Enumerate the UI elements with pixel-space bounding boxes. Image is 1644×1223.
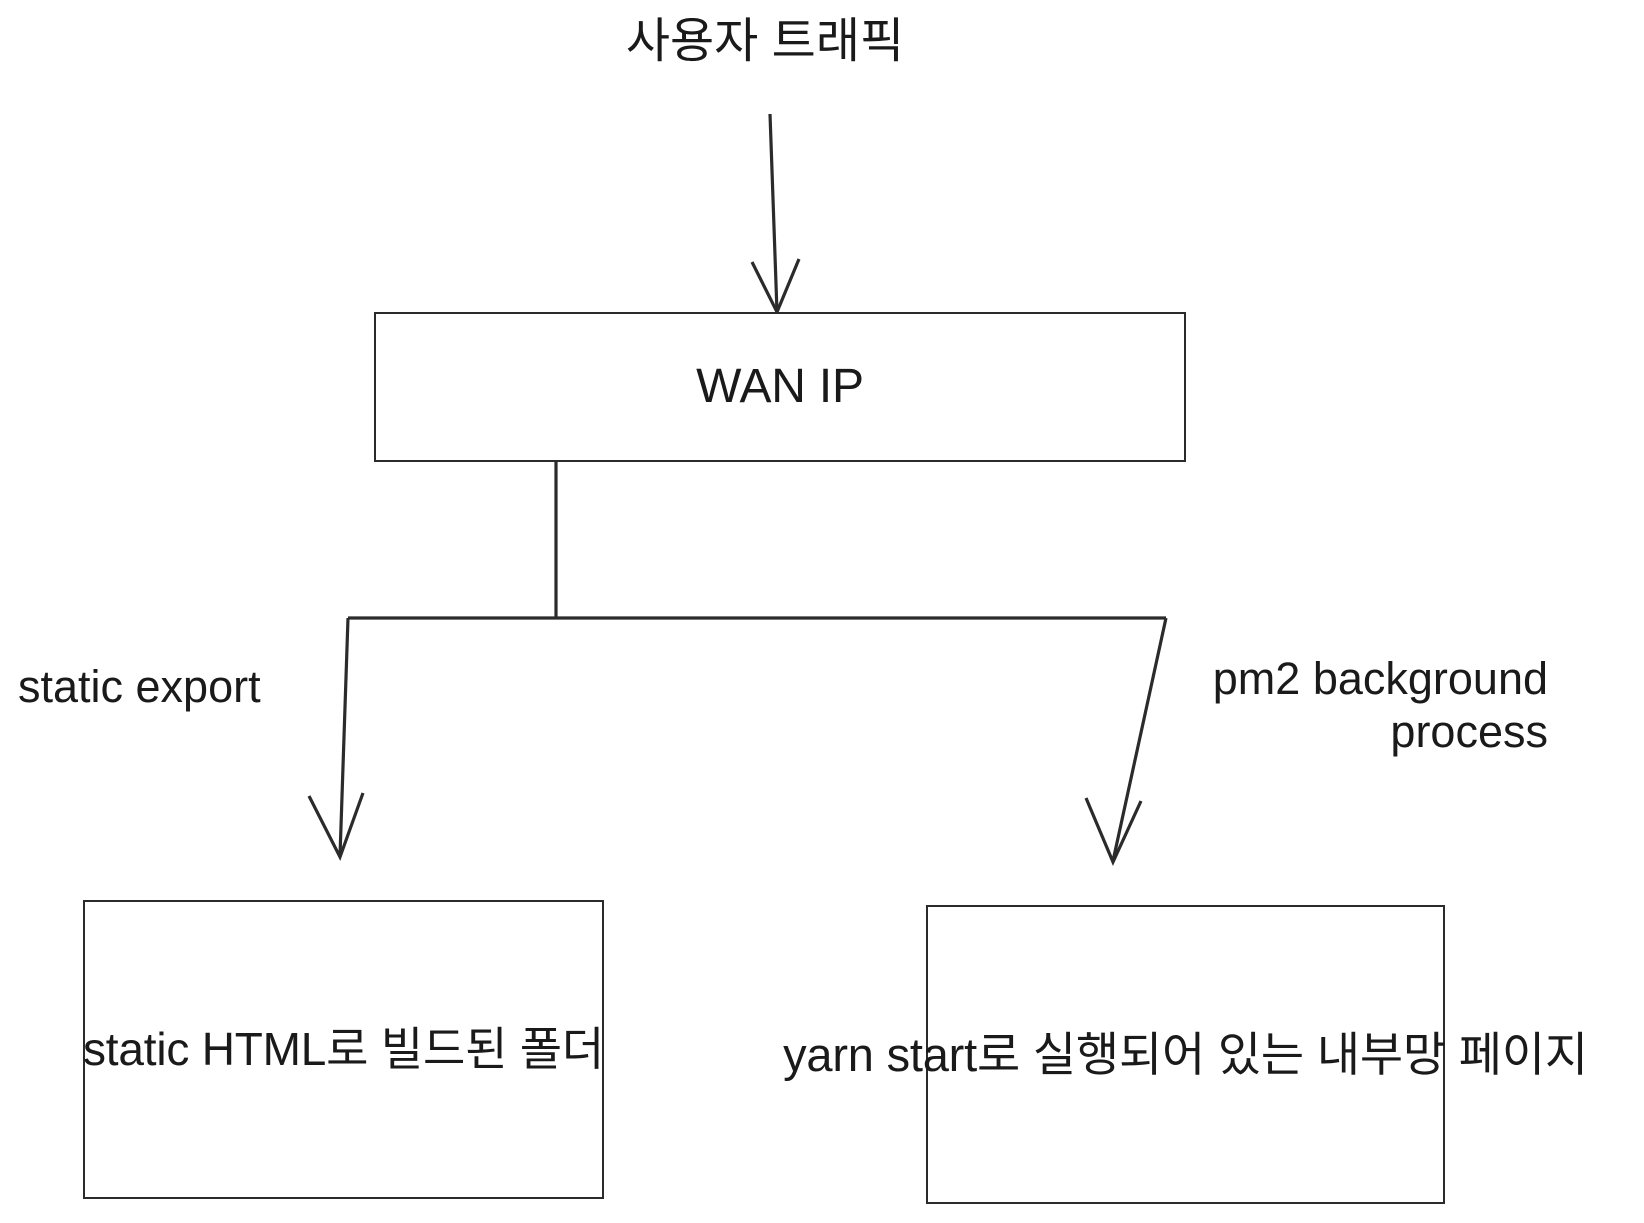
node-static-html-folder-label: static HTML로 빌드된 폴더 — [82, 1023, 605, 1076]
source-traffic-label: 사용자 트래픽 — [625, 15, 905, 68]
edge-label-pm2-background-process: pm2 background process — [1212, 653, 1548, 758]
node-static-html-folder[interactable]: static HTML로 빌드된 폴더 — [83, 900, 604, 1199]
edge-label-static-export: static export — [18, 661, 261, 712]
node-internal-page-label: yarn start로 실행되어 있는 내부망 페이지 — [783, 1027, 1588, 1081]
node-wan-ip-label: WAN IP — [696, 359, 864, 413]
node-wan-ip[interactable]: WAN IP — [374, 312, 1186, 462]
edge-traffic-to-wan — [750, 113, 801, 316]
edge-wan-to-static — [307, 617, 365, 862]
node-internal-page[interactable]: yarn start로 실행되어 있는 내부망 페이지 — [783, 905, 1588, 1204]
edge-wan-split-bar — [348, 461, 1166, 620]
